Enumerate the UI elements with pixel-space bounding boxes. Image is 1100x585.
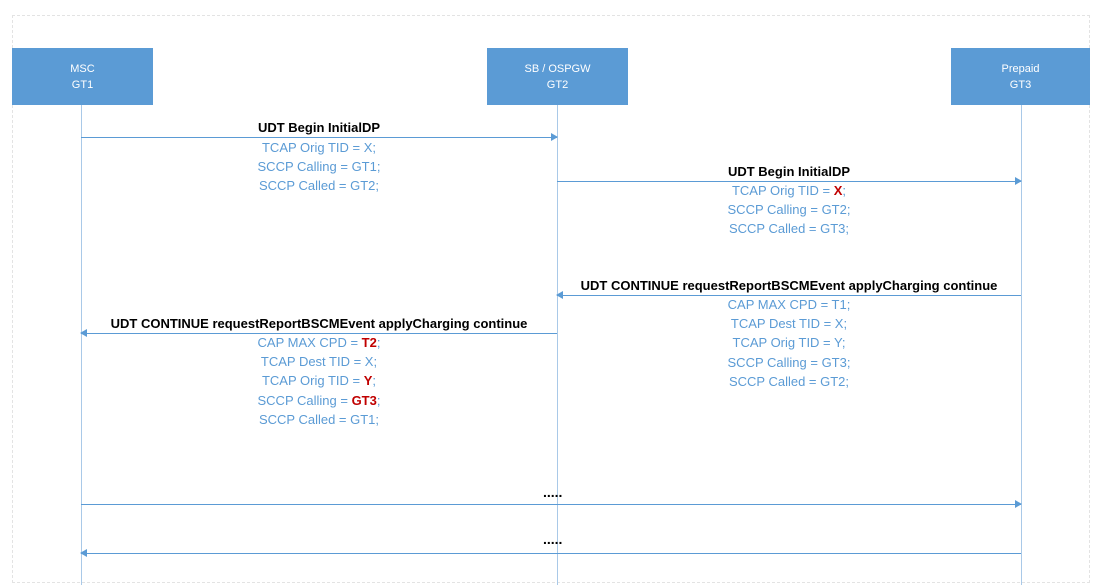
message-arrow [81, 133, 558, 141]
participant-gt: GT2 [546, 78, 569, 91]
message-arrow [80, 329, 557, 337]
param-line: SCCP Called = GT1; [258, 411, 380, 427]
message-label: UDT Begin InitialDP [257, 120, 381, 135]
param-line: CAP MAX CPD = T2; [257, 335, 381, 350]
lifeline-msc [81, 105, 82, 585]
param-line: SCCP Called = GT3; [728, 221, 850, 237]
message-params: CAP MAX CPD = T2; TCAP Dest TID = X; TCAP … [81, 333, 557, 429]
participant-prepaid: Prepaid GT3 [951, 48, 1090, 105]
param-line: TCAP Dest TID = X; [260, 354, 378, 370]
param-line: CAP MAX CPD = T1; [727, 297, 851, 312]
message-params: TCAP Orig TID = X; SCCP Calling = GT2; SCC… [557, 181, 1021, 239]
param-line: SCCP Called = GT2; [728, 373, 850, 389]
message-label: UDT Begin InitialDP [727, 164, 851, 179]
participant-gt: GT1 [71, 78, 94, 91]
param-line: TCAP Dest TID = X; [730, 316, 848, 332]
message-arrow [556, 291, 1021, 299]
highlighted-value: Y [363, 373, 373, 389]
diagram-frame [12, 15, 1090, 583]
participant-sb-ospgw: SB / OSPGW GT2 [487, 48, 628, 105]
ellipsis-label: ..... [543, 484, 563, 500]
param-line: SCCP Calling = GT1; [257, 159, 381, 175]
param-line: TCAP Orig TID = X; [261, 140, 377, 155]
message-arrow [80, 549, 1021, 557]
message-label: UDT CONTINUE requestReportBSCMEvent appl… [110, 316, 528, 331]
param-line: SCCP Calling = GT3; [727, 354, 851, 370]
lifeline-prepaid [1021, 105, 1022, 585]
param-line: SCCP Called = GT2; [258, 178, 380, 194]
participant-name: SB / OSPGW [524, 62, 591, 75]
participant-msc: MSC GT1 [12, 48, 153, 105]
param-line: TCAP Orig TID = X; [731, 183, 847, 198]
param-line: TCAP Orig TID = Y; [732, 335, 846, 351]
message-label: UDT CONTINUE requestReportBSCMEvent appl… [580, 278, 998, 293]
message-arrow [81, 500, 1022, 508]
highlighted-value: X [833, 183, 843, 198]
highlighted-value: GT3 [351, 392, 377, 408]
participant-name: Prepaid [1001, 62, 1040, 75]
highlighted-value: T2 [361, 335, 377, 350]
participant-name: MSC [70, 62, 95, 75]
param-line: SCCP Calling = GT2; [727, 202, 851, 218]
message-params: CAP MAX CPD = T1; TCAP Dest TID = X; TCAP … [557, 295, 1021, 391]
param-line: SCCP Calling = GT3; [257, 392, 381, 408]
participant-gt: GT3 [1009, 78, 1032, 91]
lifeline-sb-ospgw [557, 105, 558, 585]
message-params: TCAP Orig TID = X; SCCP Calling = GT1; SCC… [81, 138, 557, 196]
ellipsis-label: ..... [543, 531, 563, 547]
param-line: TCAP Orig TID = Y; [261, 373, 377, 389]
message-arrow [557, 177, 1022, 185]
